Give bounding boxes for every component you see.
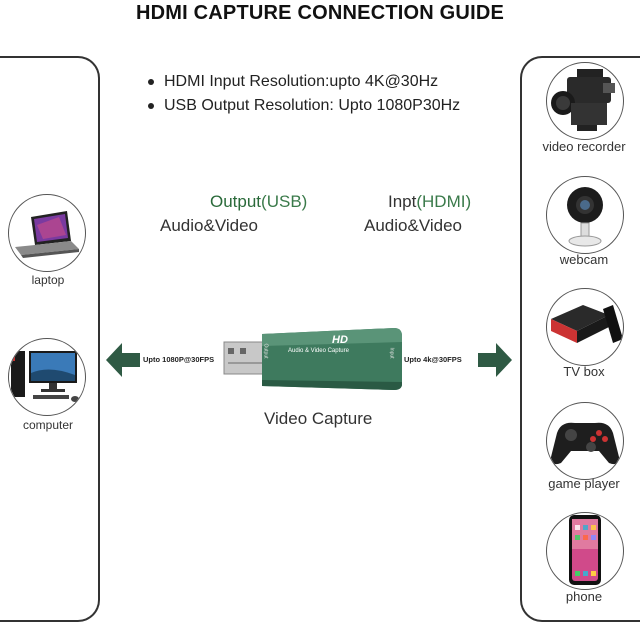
spec-text: USB Output Resolution: Upto 1080P30Hz	[164, 97, 461, 114]
left-arrow-icon	[106, 343, 140, 377]
device-output-tag: Output	[262, 343, 269, 359]
phone-circle	[546, 512, 624, 590]
device-input-tag: Input	[388, 347, 395, 359]
spec-list: HDMI Input Resolution:upto 4K@30Hz USB O…	[148, 70, 460, 118]
page-title: HDMI CAPTURE CONNECTION GUIDE	[135, 2, 505, 24]
spec-item: USB Output Resolution: Upto 1080P30Hz	[148, 94, 460, 118]
input-type: Audio&Video	[364, 216, 462, 235]
left-bracket	[0, 56, 100, 622]
computer-caption: computer	[22, 418, 74, 432]
capture-device-illustration	[223, 328, 402, 390]
device-badge: HD	[332, 334, 348, 346]
video-recorder-circle	[546, 62, 624, 140]
spec-item: HDMI Input Resolution:upto 4K@30Hz	[148, 70, 460, 94]
right-bracket	[520, 56, 640, 622]
computer-icon	[11, 351, 79, 402]
bullet-icon	[148, 79, 154, 85]
input-port: (HDMI)	[416, 192, 472, 211]
input-label: Inpt(HDMI)	[388, 192, 471, 212]
webcam-icon	[567, 187, 603, 247]
laptop-circle	[8, 194, 86, 272]
video-recorder-caption: video recorder	[542, 139, 626, 154]
right-arrow-icon	[478, 343, 512, 377]
output-port: (USB)	[261, 192, 308, 211]
laptop-icon	[15, 211, 79, 258]
phone-icon	[569, 515, 601, 585]
tv-box-circle	[546, 288, 624, 366]
bullet-icon	[148, 103, 154, 109]
output-speed: Upto 1080P@30FPS	[143, 355, 215, 364]
output-label: Output(USB)	[210, 192, 307, 212]
tv-box-icon	[551, 305, 623, 343]
device-subtitle: Audio & Video Capture	[288, 348, 349, 354]
output-label-text: Output	[210, 192, 262, 211]
game-player-circle	[546, 402, 624, 480]
device-name: Video Capture	[264, 409, 373, 428]
game-player-caption: game player	[548, 476, 620, 491]
tv-box-caption: TV box	[563, 364, 605, 379]
spec-text: HDMI Input Resolution:upto 4K@30Hz	[164, 73, 439, 90]
phone-caption: phone	[565, 589, 603, 604]
output-type: Audio&Video	[160, 216, 258, 235]
input-label-text: Inpt	[388, 192, 417, 211]
game-controller-icon	[551, 422, 619, 465]
webcam-circle	[546, 176, 624, 254]
webcam-caption: webcam	[559, 252, 609, 267]
input-speed: Upto 4k@30FPS	[404, 355, 462, 364]
laptop-caption: laptop	[31, 273, 65, 287]
computer-circle	[8, 338, 86, 416]
video-recorder-icon	[551, 69, 615, 131]
